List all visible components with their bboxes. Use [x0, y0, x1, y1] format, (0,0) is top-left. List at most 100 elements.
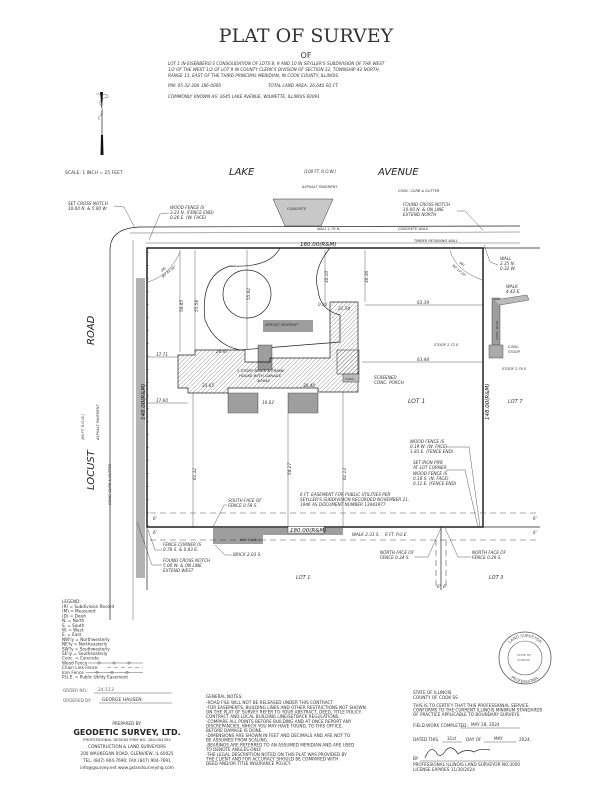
legend-item: Conc. = Concrete	[62, 656, 99, 661]
lake-row: (100 FT. R.O.W.)	[304, 169, 336, 174]
stoop-label-1: CONC.	[508, 345, 519, 349]
locust-row: (80 FT. R.O.W.)	[81, 414, 85, 440]
dim-30-36: 30.36	[364, 271, 369, 283]
wood-fence-e-2: 0.19 W. (W. FACE)	[410, 444, 448, 449]
page-title: PLAT OF SURVEY	[219, 25, 394, 47]
note-line: CONTRACT AND LOCAL BUILDING LINE/SETBACK…	[206, 714, 340, 719]
legend-item: Iron Fence	[62, 670, 84, 675]
legend-item: SE'ly = Southeasterly	[62, 651, 108, 656]
found-notch-ne-1: FOUND CROSS NOTCH	[403, 202, 451, 207]
easement-2: SEYLLER'S SUBDIVISION RECORDED NOVEMBER …	[300, 497, 409, 502]
six-ft-e1: 6'	[533, 516, 537, 521]
legend-item: (M) = Measured	[62, 609, 96, 614]
asphalt-driveway	[263, 320, 313, 332]
conc-stoop	[488, 344, 504, 359]
walk-label: CONCRETE WALK	[398, 227, 429, 231]
south-fence-1: SOUTH FACE OF	[228, 498, 262, 503]
dim-61-32: 61.32	[192, 468, 197, 480]
locust-pavement: ASPHALT PAVEMENT	[96, 404, 100, 441]
seal-text-bottom: PROFESSIONAL	[510, 674, 540, 684]
curb-line	[109, 225, 521, 620]
field-work-date: MAY 28, 2024	[471, 722, 500, 727]
fence-corner-1: FENCE CORNER IS	[163, 542, 201, 547]
wall-label: WALL 1.79 N.	[317, 227, 340, 231]
patio-west	[227, 392, 259, 414]
angle-ne: 90°15'24"	[451, 264, 467, 278]
iron-pipe-3: WOOD FENCE IS	[413, 471, 448, 476]
pin: PIN: 05-32-200-186-0000	[168, 83, 221, 88]
fence-corner-2: 0.78 S. & 0.83 E.	[163, 547, 198, 552]
note-line: -BEARINGS ARE REFERRED TO AN ASSUMED MER…	[206, 743, 354, 748]
dim-55-54: 55.54	[194, 300, 199, 312]
lot-1-label: LOT 1	[408, 398, 425, 405]
legend-item: Chain Link Fence	[62, 665, 98, 670]
ordered-by-label: ORDERED BY:	[63, 698, 91, 703]
dim-63-44: 63.44	[417, 357, 429, 362]
seal-text-il: ILLINOIS	[517, 658, 530, 662]
notes-title: GENERAL NOTES:	[206, 694, 243, 699]
house-label-1: 1 STORY BRICK & FRAME	[237, 368, 285, 373]
house-label-2: HOUSE WITH GARAGE	[239, 373, 282, 378]
legal-line-1: LOT 1 IN EISENBERG'S CONSOLIDATION OF LO…	[168, 61, 385, 66]
screened-porch	[336, 349, 360, 375]
driveway-outline	[203, 247, 341, 351]
dim-south: 180.00(R&M)	[290, 528, 326, 534]
house-label-3: #2645	[257, 378, 270, 383]
driveway-label: ASPHALT DRIVEWAY	[264, 323, 299, 327]
note-line: DEED AND/OR TITLE INSURANCE POLICY.	[206, 761, 291, 766]
dim-63-39: 63.39	[417, 300, 429, 305]
north-arrow-icon	[95, 92, 109, 155]
wood-fence-nw-3: 0.26 E. (W. FACE)	[170, 215, 207, 220]
legal-line-3: RANGE 13, EAST OF THE THIRD PRINCIPAL ME…	[168, 73, 339, 78]
found-notch-sw-3: EXTEND WEST	[163, 568, 194, 573]
stoop-272: STOOP 2.72 E.	[434, 343, 459, 347]
iron-pipe-5: 0.11 E. (FENCE END)	[413, 481, 457, 486]
north-fence-1b: FENCE 0.34 S.	[380, 555, 410, 560]
company-phone: TEL. (847) 904-7690; FAX (847) 904-7691	[82, 758, 171, 763]
legend-item: W. = West	[62, 628, 84, 633]
legend-item: P.U.E. = Public Utility Easement	[62, 675, 128, 680]
prepared-by: PREPARED BY:	[112, 721, 141, 726]
legend-item: SW'ly = Southwesterly	[62, 646, 110, 651]
note-line: THE CLIENT AND FOR ACCURACY SHOULD BE CO…	[205, 757, 338, 762]
dim-17-60: 17.60	[156, 398, 168, 403]
pue-label: 6 FT. P.U.E.	[385, 532, 408, 537]
wall-ne-1: WALL	[500, 256, 512, 261]
dated-day: 31st	[447, 736, 457, 741]
dim-26-47: 26.47	[216, 349, 228, 354]
wood-fence-e-3: 1.83 E. (FENCE END)	[410, 449, 454, 454]
note-line: ON THE PLAT OF SURVEY REFER TO YOUR ABST…	[206, 710, 362, 715]
company-web[interactable]: info@gsurvey.net www.gslandsurveying.com	[80, 765, 174, 770]
porch-label-2: CONC. PORCH	[374, 380, 405, 385]
found-notch-sw-1: FOUND CROSS NOTCH	[163, 558, 211, 563]
legend-item: Wood Fence	[62, 660, 88, 665]
brick-walk-label: BRICK WALK	[240, 538, 261, 542]
street-locust: LOCUST	[86, 449, 97, 490]
dim-east: 148.00(R&M)	[485, 384, 491, 420]
ordered-by: GEORGE HAUSEN	[102, 697, 142, 703]
concrete-label: CONCRETE	[287, 207, 307, 211]
legend-item: (R) = Subdivision Record	[62, 604, 114, 609]
address: COMMONLY KNOWN AS: 2645 LAKE AVENUE, WIL…	[168, 94, 320, 99]
easement-1: 6 FT. EASEMENT FOR PUBLIC UTILITIES PER	[300, 492, 390, 497]
south-fence-2: FENCE 0.58 S.	[228, 503, 258, 508]
legend-item: (D) = Deed	[62, 613, 86, 618]
cert-text: OF PRACTICE APPLICABLE TO BOUNDARY SURVE…	[413, 712, 521, 717]
license-expires: LICENSE EXPIRES 11/30/2024	[413, 767, 475, 772]
scale: SCALE: 1 INCH = 25 FEET	[65, 170, 123, 176]
company-address: 200 WAUKEGAN ROAD, GLENVIEW, IL 60025	[80, 751, 173, 756]
patio-east	[287, 392, 319, 414]
street-lake: LAKE	[229, 167, 255, 178]
order-no-label: ORDER NO.:	[63, 688, 88, 693]
dim-61-13: 61.13	[342, 468, 347, 480]
surveyor-seal: LAND SURVEYOR PROFESSIONAL STATE OF ILLI…	[498, 631, 552, 685]
found-notch-sw-2: 5.00 W. & ON LINE	[163, 563, 202, 568]
dim-30-10: 30.10	[324, 271, 329, 283]
found-notch-ne-2: 10.00 N. & ON LINE	[403, 207, 444, 212]
walk-ne-1: WALK	[506, 284, 519, 289]
dim-21-54: 21.54	[338, 306, 350, 311]
conc-label: CONC.	[345, 377, 355, 381]
dim-54-27: 54.27	[287, 463, 292, 475]
dim-17-71: 17.71	[156, 352, 168, 357]
